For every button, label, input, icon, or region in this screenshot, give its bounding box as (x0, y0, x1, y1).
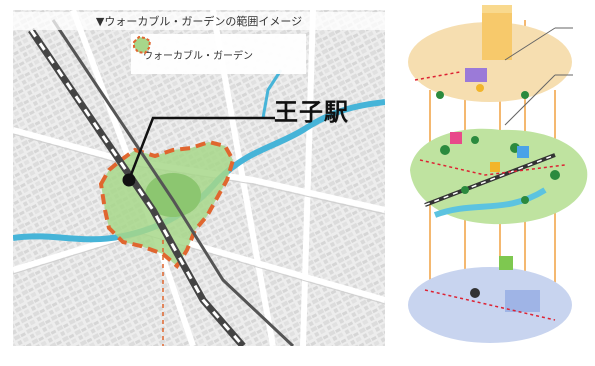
path-dotted (414, 71, 461, 81)
buildings-layer (408, 22, 572, 102)
cube-icon (499, 256, 513, 270)
tower-building (482, 5, 512, 60)
railway (28, 19, 295, 346)
legend-label: ウォーカブル・ガーデン (143, 50, 253, 62)
pin-icons (450, 132, 529, 172)
layer-diagram (405, 0, 595, 366)
building-block (465, 68, 487, 82)
callout-line (504, 74, 556, 126)
walkable-garden-swatch-icon (133, 35, 152, 55)
tree-icon (436, 91, 444, 99)
park-area (145, 173, 201, 217)
tree-icon (521, 91, 529, 99)
layer-diagram-canvas (408, 5, 588, 343)
trees (440, 136, 560, 204)
map-caption: ▼ウォーカブル・ガーデンの範囲イメージ (13, 12, 385, 30)
river-branch (261, 69, 283, 119)
river-diagram (433, 187, 547, 218)
station-label: 王子駅 (274, 98, 349, 126)
railway-stripes (424, 154, 556, 206)
station-leader-line (127, 116, 275, 181)
marker-dot (476, 84, 484, 92)
path-dotted (424, 289, 556, 321)
path-dotted (419, 159, 566, 176)
map-legend: ウォーカブル・ガーデン (131, 34, 306, 74)
station-marker[interactable] (122, 173, 136, 187)
station-point-icon (470, 288, 480, 298)
callout-line (504, 27, 556, 61)
ground-block (505, 290, 540, 312)
walkable-garden-map[interactable]: ▼ウォーカブル・ガーデンの範囲イメージ ウォーカブル・ガーデン (13, 10, 385, 346)
